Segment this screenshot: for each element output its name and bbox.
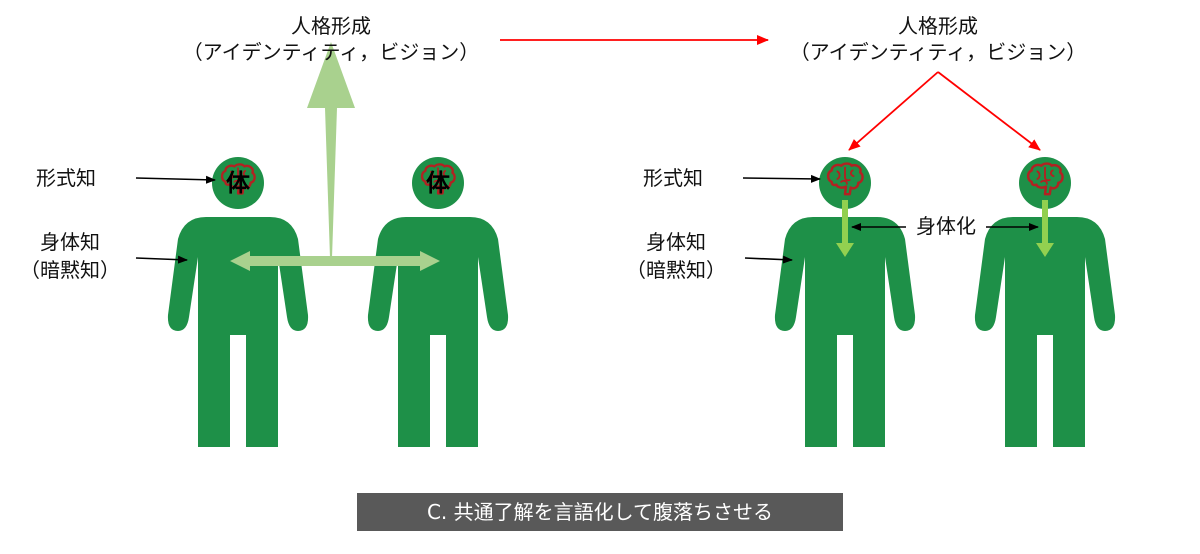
tacit-pointer-arrow	[744, 255, 793, 264]
left-identity-title: 人格形成	[291, 14, 371, 38]
head-character: 体	[426, 169, 450, 197]
embodiment-label: 身体化	[916, 214, 976, 238]
red-diagonal-arrow	[848, 71, 939, 151]
explicit-pointer-arrow	[742, 174, 821, 183]
right-identity-title: 人格形成	[898, 14, 978, 38]
left-person-a	[167, 157, 309, 447]
caption-bar: C. 共通了解を言語化して腹落ちさせる	[357, 493, 843, 531]
left-tacit-knowledge-label: 身体知	[40, 230, 100, 254]
right-tacit-knowledge-sublabel: （暗黙知）	[626, 258, 726, 282]
horizontal-double-arrow	[230, 251, 440, 271]
embodiment-down-arrow	[836, 200, 854, 257]
left-person-b	[367, 157, 509, 447]
head-character: 体	[226, 169, 250, 197]
left-tacit-knowledge-sublabel: （暗黙知）	[20, 258, 120, 282]
explicit-pointer-arrow	[135, 175, 216, 184]
vertical-tapered-arrow	[307, 42, 355, 258]
red-diagonal-arrow	[937, 71, 1041, 151]
right-tacit-knowledge-label: 身体知	[646, 230, 706, 254]
left-explicit-knowledge-label: 形式知	[36, 166, 96, 190]
embodiment-down-arrow	[1036, 200, 1054, 257]
right-explicit-knowledge-label: 形式知	[643, 166, 703, 190]
left-identity-subtitle: （アイデンティティ，ビジョン）	[182, 40, 480, 64]
right-identity-subtitle: （アイデンティティ，ビジョン）	[789, 40, 1087, 64]
tacit-pointer-arrow	[135, 255, 188, 264]
